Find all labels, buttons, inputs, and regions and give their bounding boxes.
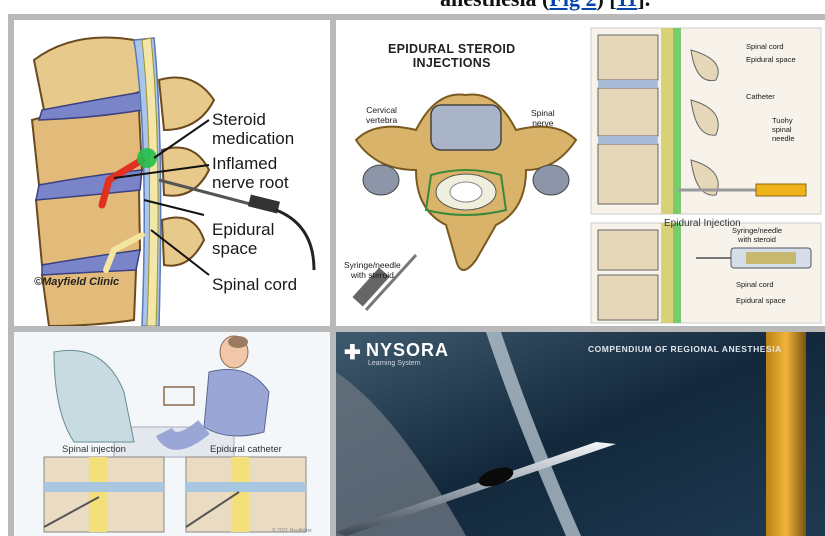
compendium-header: COMPENDIUM OF REGIONAL ANESTHESIA <box>588 344 782 354</box>
esi-title: EPIDURAL STEROID INJECTIONS <box>388 42 516 70</box>
inflamed-nerve-root-label: Inflamed nerve root <box>212 154 289 192</box>
caption-text-suffix: ]. <box>637 0 650 11</box>
fig-2-link[interactable]: Fig 2 <box>549 0 596 11</box>
patient-drawing <box>14 332 330 536</box>
cervical-vertebra-label: Cervical vertebra <box>366 105 397 125</box>
spinal-cord-label: Spinal cord <box>212 275 297 294</box>
syringe-steroid-label-bottom: Syringe/needle with steroid <box>732 226 782 244</box>
steroid-medication-label: Steroid medication <box>212 110 294 148</box>
spinal-cord-label-top: Spinal cord <box>746 42 784 51</box>
nysora-logo: NYSORA <box>366 340 449 361</box>
spinal-cord-label-bottom: Spinal cord <box>736 280 774 289</box>
ref-11-link[interactable]: 11 <box>617 0 638 11</box>
epidural-catheter-label: Epidural catheter <box>210 444 282 455</box>
nysora-subtitle: Learning System <box>368 360 421 367</box>
caption-text-mid: ) [ <box>596 0 616 11</box>
mayfield-watermark: ©Mayfield Clinic <box>34 276 119 288</box>
epidural-space-label-top: Epidural space <box>746 55 796 64</box>
spinal-nerve-label: Spinal nerve <box>531 108 555 128</box>
tuohy-needle-label: Tuohy spinal needle <box>772 116 795 143</box>
figure-caption: anesthesia (Fig 2) [11]. <box>440 0 650 10</box>
nysora-plus-icon: ✚ <box>344 340 361 365</box>
syringe-steroid-label: Syringe/needle with steroid <box>344 260 401 280</box>
spinal-injection-label: Spinal injection <box>62 444 126 455</box>
epidural-space-label-bottom: Epidural space <box>736 296 786 305</box>
nysora-needle-render: ✚ NYSORA Learning System COMPENDIUM OF R… <box>336 332 825 536</box>
epidural-space-label: Epidural space <box>212 220 274 258</box>
mayfield-epidural-illustration: Steroid medication Inflamed nerve root E… <box>14 20 330 326</box>
epidural-injection-caption: Epidural Injection <box>664 218 741 229</box>
patient-injection-illustration: Spinal injection Epidural catheter © 202… <box>14 332 330 536</box>
epidural-steroid-injections-diagram: EPIDURAL STEROID INJECTIONS Cervical ver… <box>336 20 825 326</box>
figure-collage: Steroid medication Inflamed nerve root E… <box>8 14 825 536</box>
healthline-credit: © 2021 Healthline <box>272 528 312 534</box>
caption-text-prefix: anesthesia ( <box>440 0 549 11</box>
catheter-label: Catheter <box>746 92 775 101</box>
